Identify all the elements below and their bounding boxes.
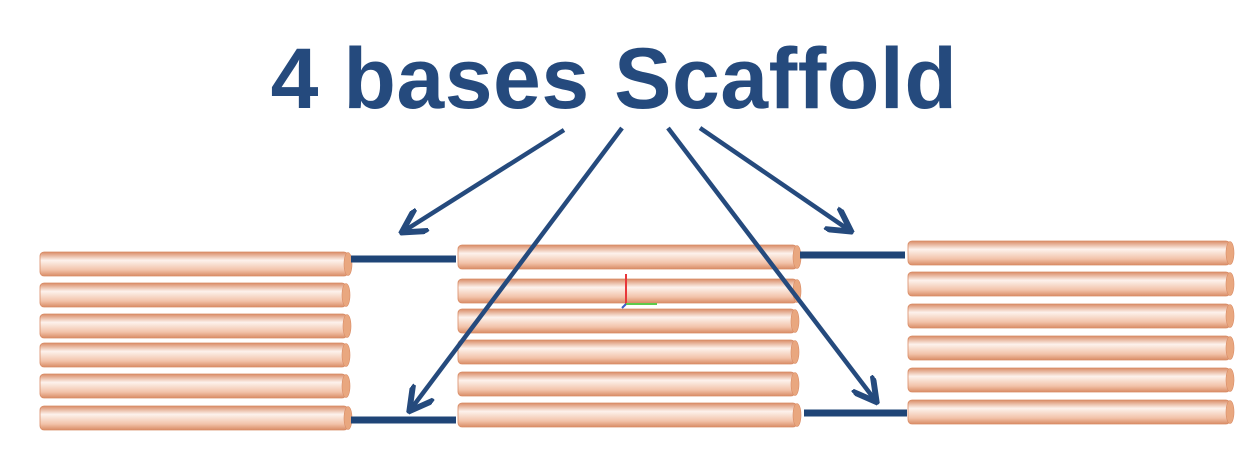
helix-rod — [39, 282, 347, 308]
helix-end-cap — [792, 403, 802, 427]
helix-rod — [457, 308, 796, 334]
helix-end-cap — [343, 252, 353, 276]
helix-end-cap — [1225, 400, 1235, 424]
helix-rod — [907, 367, 1231, 393]
pointer-arrow — [404, 128, 566, 231]
helix-rod — [39, 405, 349, 431]
helix-rod — [457, 402, 798, 428]
helix-end-cap — [1225, 241, 1235, 265]
helix-end-cap — [790, 340, 800, 364]
pointer-arrow — [666, 126, 875, 400]
right-helix-bundle — [907, 240, 1235, 425]
helix-end-cap — [343, 406, 353, 430]
diagram-title: 4 bases Scaffold — [270, 31, 958, 127]
helix-rod — [457, 339, 796, 365]
helix-rod — [39, 313, 348, 339]
helix-end-cap — [1225, 272, 1235, 296]
helix-rod — [907, 240, 1231, 266]
helix-end-cap — [790, 309, 800, 333]
axis-z-line — [621, 303, 627, 309]
helix-bundles — [39, 240, 1235, 431]
pointer-arrow — [698, 126, 849, 230]
helix-end-cap — [1225, 368, 1235, 392]
helix-end-cap — [341, 283, 351, 307]
helix-rod — [39, 373, 347, 399]
helix-rod — [457, 244, 798, 270]
helix-rod — [39, 251, 349, 277]
helix-end-cap — [1225, 304, 1235, 328]
helix-end-cap — [790, 372, 800, 396]
pointer-arrows — [404, 126, 875, 409]
scaffold-connectors — [351, 251, 907, 424]
helix-end-cap — [341, 374, 351, 398]
pointer-arrow — [411, 126, 624, 409]
helix-end-cap — [1225, 336, 1235, 360]
helix-rod — [907, 399, 1231, 425]
helix-rod — [907, 271, 1231, 297]
center-helix-bundle — [457, 244, 802, 428]
helix-rod — [457, 278, 798, 304]
helix-rod — [907, 303, 1231, 329]
left-helix-bundle — [39, 251, 353, 431]
helix-end-cap — [342, 314, 352, 338]
helix-rod — [457, 371, 796, 397]
helix-end-cap — [792, 245, 802, 269]
axis-triad-icon — [621, 274, 657, 309]
helix-rod — [39, 342, 347, 368]
helix-end-cap — [341, 343, 351, 367]
helix-rod — [907, 335, 1231, 361]
